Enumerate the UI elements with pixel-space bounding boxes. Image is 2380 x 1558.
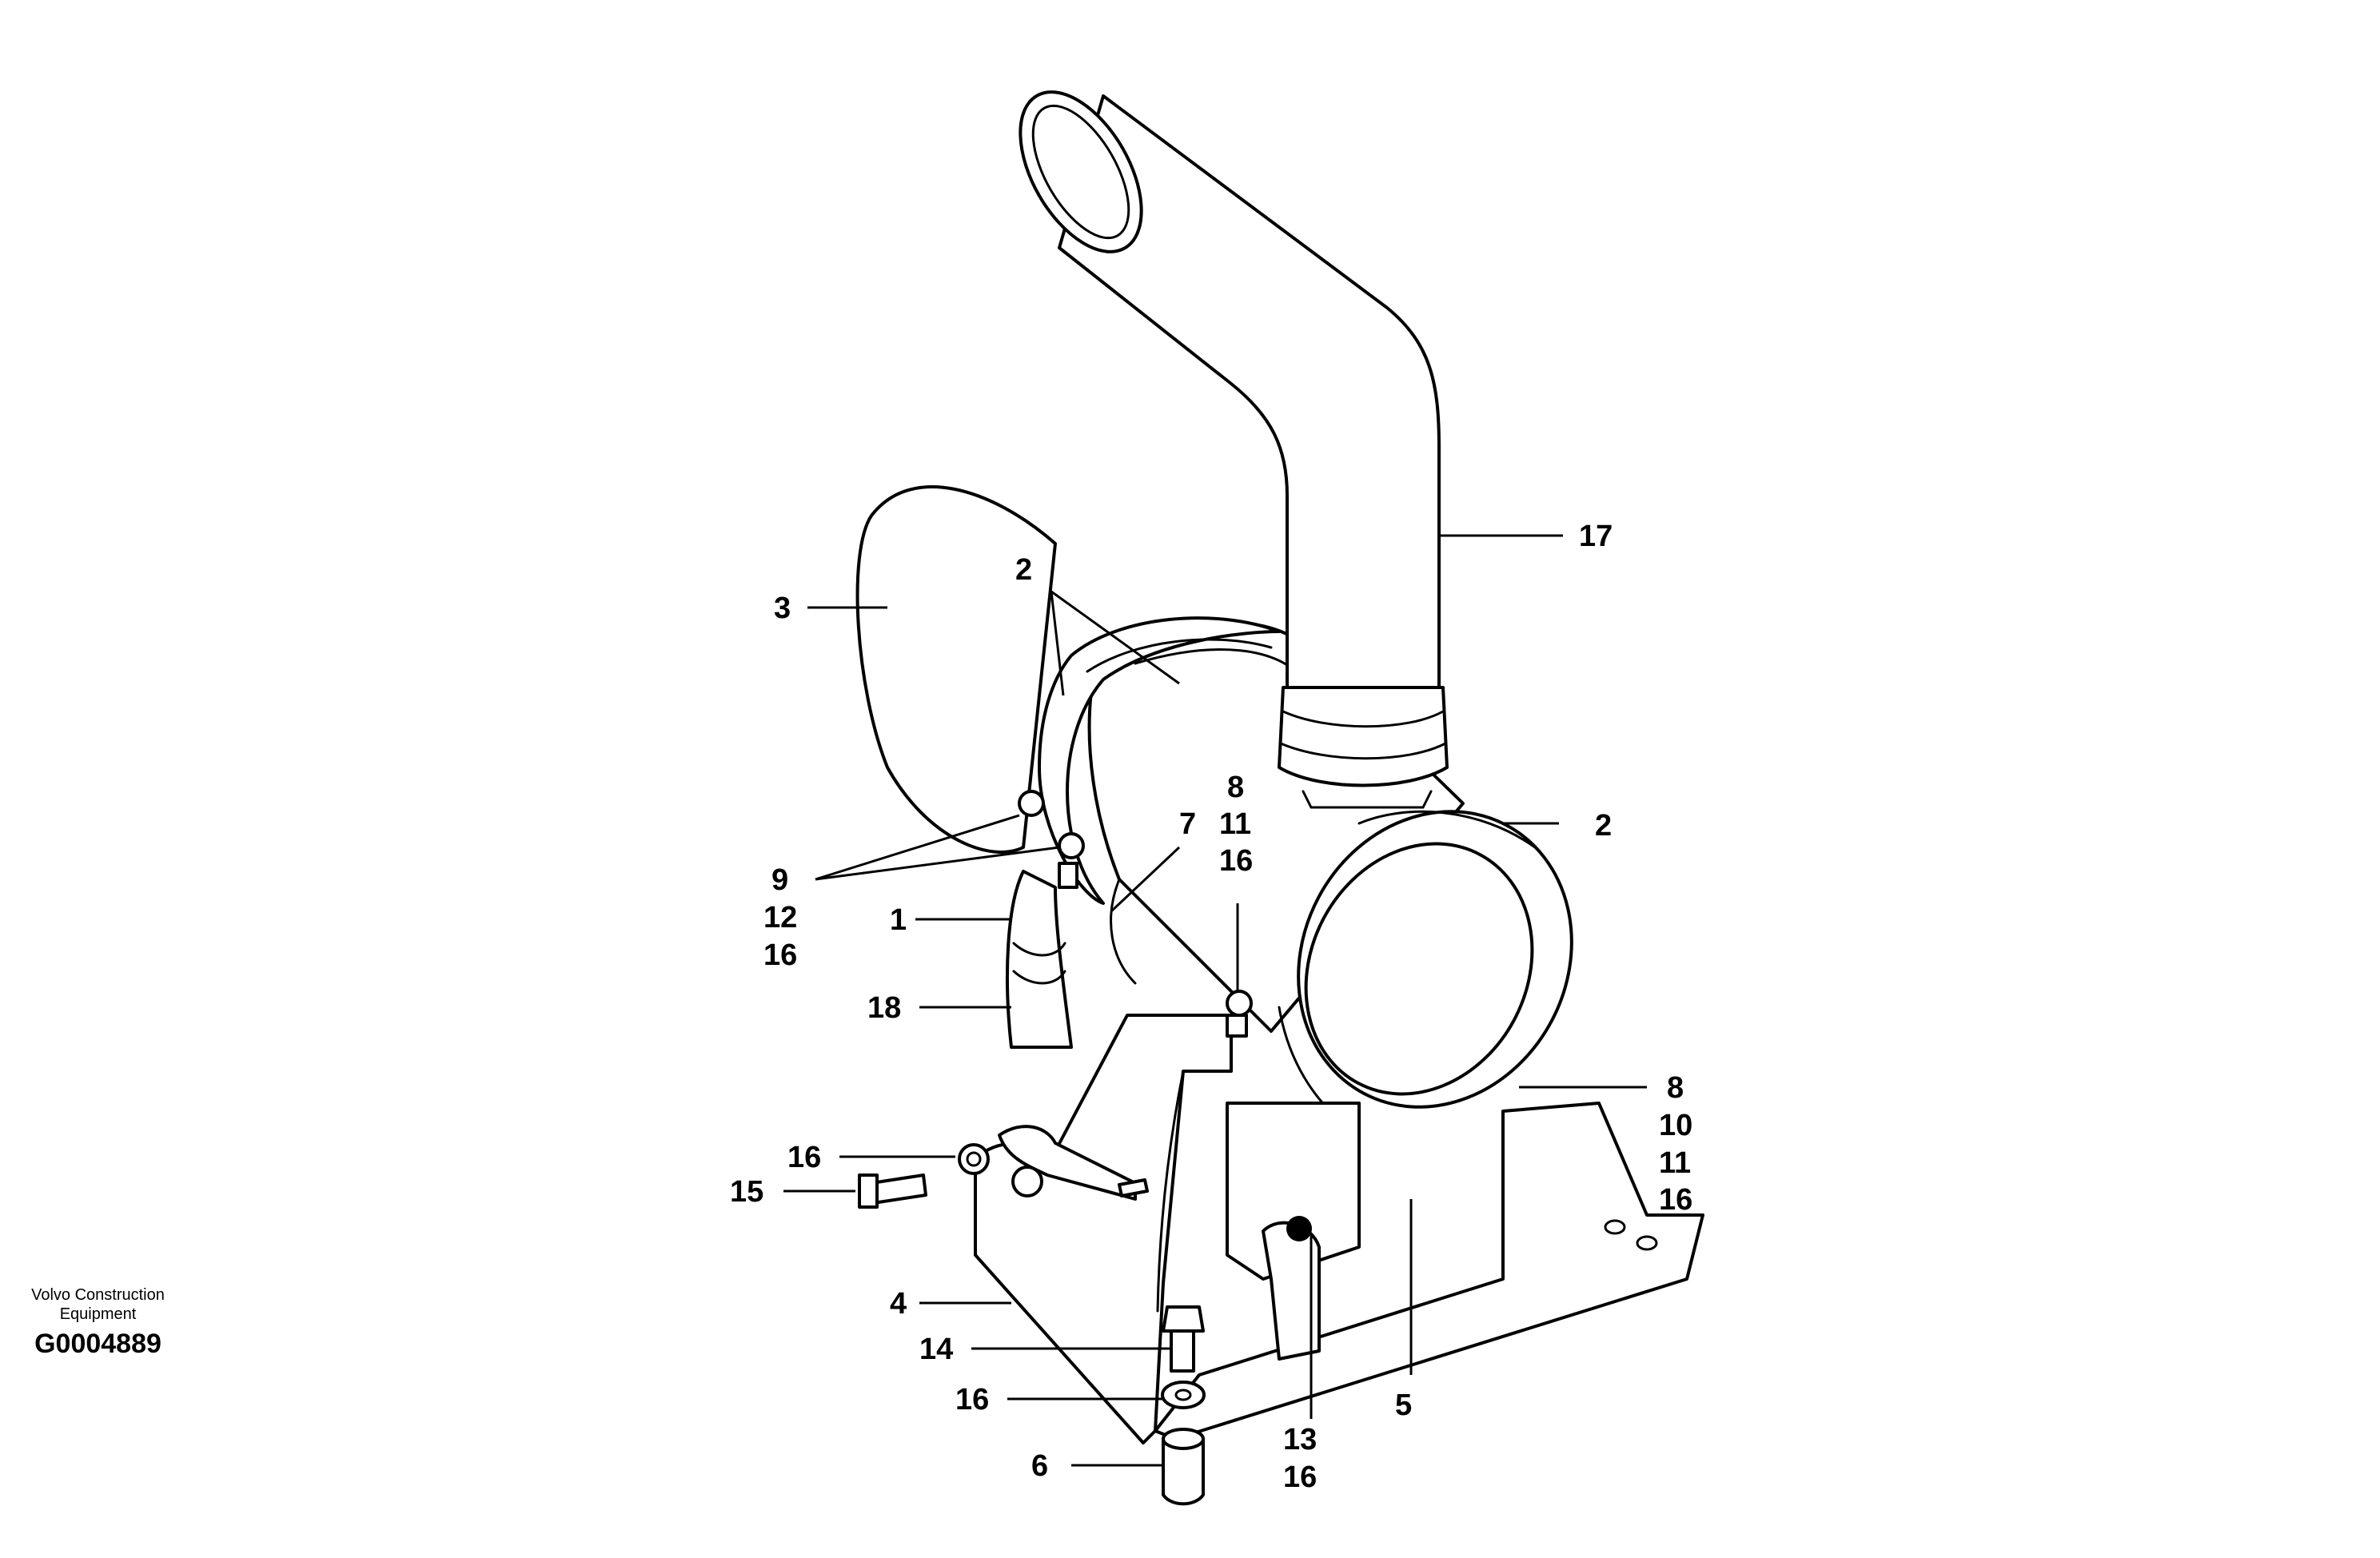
callout-4: 4 [890,1287,907,1321]
callout-16-left: 16 [763,938,797,972]
callout-11-right: 11 [1659,1146,1691,1180]
manufacturer-line-1: Volvo Construction [31,1286,165,1304]
callout-16-right: 16 [1659,1183,1692,1217]
callout-9: 9 [771,863,788,897]
callout-16-bolt: 16 [787,1141,821,1174]
callout-1: 1 [890,903,907,937]
drawing-footer: Volvo Construction Equipment G0004889 [0,1285,196,1361]
outlet-end-cap [1278,810,1573,1137]
callout-15: 15 [730,1175,763,1209]
tail-pipe [1019,90,1441,689]
callout-6: 6 [1031,1449,1048,1483]
drawing-code: G0004889 [34,1329,161,1359]
callout-16-top: 16 [1219,844,1253,878]
leader-lines [783,534,1647,1467]
callout-16-bottom: 16 [1283,1460,1317,1494]
left-clamp-band [1038,616,1281,905]
callout-13: 13 [1283,1423,1317,1456]
spacer-bushing [1162,1428,1205,1506]
callout-12: 12 [763,901,797,934]
clamp-bolts [1018,790,1253,1038]
pipe-connector [1278,686,1449,809]
muffler-rear-housing [855,485,1057,854]
manufacturer-line-2: Equipment [59,1305,137,1323]
callout-14: 14 [919,1333,953,1366]
callout-5: 5 [1395,1389,1412,1422]
mounting-bracket [974,1014,1233,1444]
callout-18: 18 [867,991,901,1025]
callout-8-right: 8 [1667,1071,1684,1105]
callout-17: 17 [1579,520,1613,553]
callout-3: 3 [774,592,791,625]
callout-labels: 17 2 2 3 8 11 16 7 9 12 16 1 18 8 10 11 … [730,520,1692,1494]
callout-2-right: 2 [1595,809,1612,843]
callout-11-top: 11 [1219,807,1251,841]
support-frame [1154,1102,1704,1440]
callout-7: 7 [1179,807,1196,841]
callout-2-left: 2 [1015,553,1032,587]
callout-10: 10 [1659,1109,1692,1142]
inlet-pipe [1006,870,1073,1049]
callout-16-washer: 16 [955,1383,989,1417]
callout-8-top: 8 [1227,771,1244,804]
bracket-fasteners [858,1143,1312,1409]
